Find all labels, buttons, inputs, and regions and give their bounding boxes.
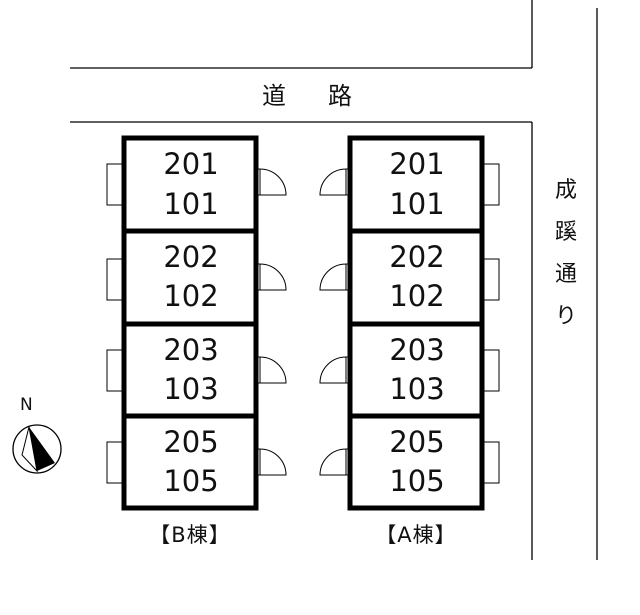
unit-number-upper: 202	[389, 240, 445, 274]
unit-number-upper: 205	[163, 425, 219, 459]
unit-number-upper: 201	[163, 147, 219, 181]
unit-number-lower: 105	[389, 464, 445, 498]
unit-number-lower: 102	[389, 279, 445, 313]
unit-number-upper: 202	[163, 240, 219, 274]
building-a-plan	[319, 135, 500, 511]
side-street-label-char: 蹊	[554, 220, 577, 245]
unit-number-upper: 201	[389, 147, 445, 181]
balcony	[481, 349, 500, 392]
door-swing-icon	[256, 168, 287, 196]
balcony	[106, 163, 125, 206]
door-swing-icon	[319, 448, 350, 476]
door-swing-icon	[256, 263, 287, 291]
side-street-label-char: 成	[554, 178, 577, 203]
balcony	[481, 258, 500, 301]
unit-number-upper: 205	[389, 425, 445, 459]
north-label: N	[20, 395, 33, 415]
door-swing-icon	[256, 448, 287, 476]
road-label-char: 路	[328, 82, 352, 110]
balcony	[481, 163, 500, 206]
balcony	[106, 258, 125, 301]
building-b-plan	[106, 135, 287, 511]
door-swing-icon	[319, 263, 350, 291]
side-street-label-char: り	[554, 304, 577, 329]
unit-number-upper: 203	[389, 333, 445, 367]
side-street-label-char: 通	[554, 262, 577, 287]
building-a-label: 【A棟】	[375, 523, 457, 547]
north-arrow-icon	[12, 424, 62, 474]
door-swing-icon	[256, 356, 287, 384]
unit-number-lower: 103	[163, 372, 219, 406]
building-b-label: 【B棟】	[149, 523, 231, 547]
balcony	[106, 441, 125, 484]
unit-number-lower: 102	[163, 279, 219, 313]
unit-number-lower: 101	[163, 187, 219, 221]
unit-number-lower: 103	[389, 372, 445, 406]
door-swing-icon	[319, 168, 350, 196]
balcony	[106, 349, 125, 392]
unit-number-upper: 203	[163, 333, 219, 367]
balcony	[481, 441, 500, 484]
unit-number-lower: 105	[163, 464, 219, 498]
door-swing-icon	[319, 356, 350, 384]
unit-number-lower: 101	[389, 187, 445, 221]
road-label-char: 道	[262, 82, 286, 110]
